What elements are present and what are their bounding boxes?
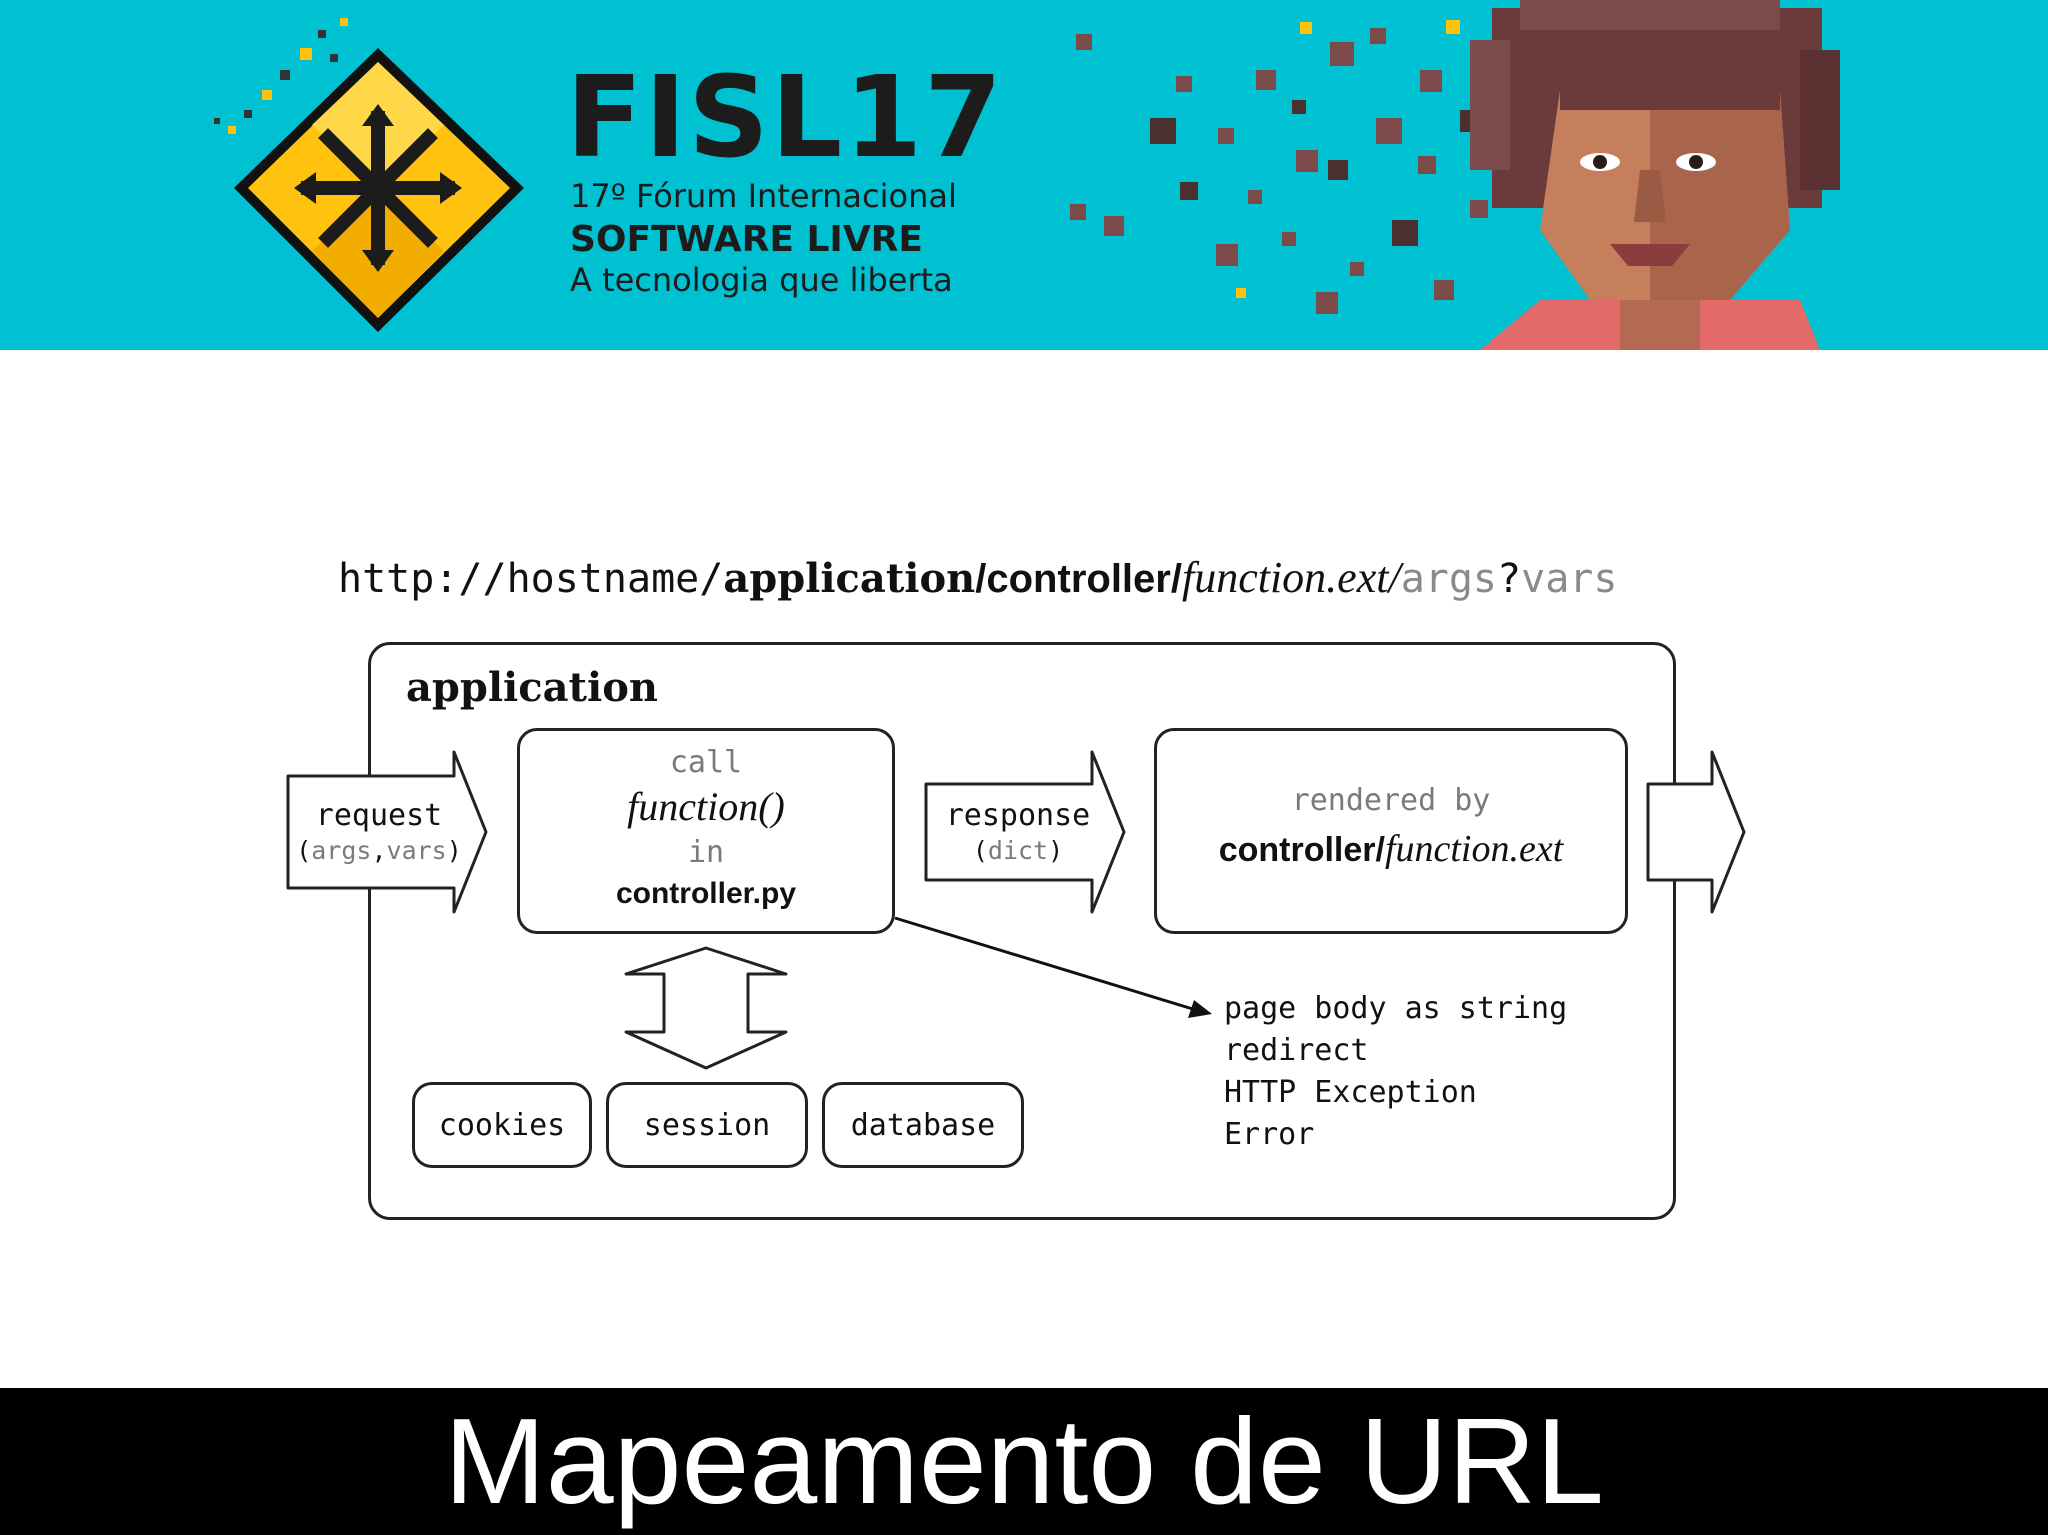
diagram-arrows [286, 750, 1746, 1070]
url-function: function.ext/ [1181, 553, 1401, 602]
outcome-item: page body as string [1224, 991, 1568, 1026]
url-prefix: http://hostname/ [338, 556, 724, 602]
slide-title-bar: Mapeamento de URL [0, 1388, 2048, 1535]
url-pattern: http://hostname/application/controller/f… [338, 552, 1617, 605]
response-label: response [945, 798, 1091, 833]
storage-double-arrow [624, 946, 788, 1070]
banner-artwork [214, 0, 1840, 350]
response-arrow [924, 750, 1126, 914]
in-label: in [687, 835, 725, 870]
output-arrow [1646, 750, 1746, 914]
url-controller: /controller/ [975, 557, 1182, 601]
event-banner: FISL17 17º Fórum Internacional SOFTWARE … [0, 0, 2048, 350]
slide-title: Mapeamento de URL [444, 1393, 1604, 1529]
view-render-box: rendered by controller/function.ext [1154, 728, 1628, 934]
application-label: application [406, 664, 658, 711]
url-vars: vars [1521, 556, 1618, 602]
outcome-item: Error [1224, 1117, 1315, 1152]
event-name: SOFTWARE LIVRE [570, 219, 923, 260]
event-subtitle: 17º Fórum Internacional [570, 177, 957, 215]
pixel-scatter-decoration [1070, 20, 1488, 314]
url-args: args [1400, 556, 1498, 602]
session-box: session [606, 1082, 808, 1168]
request-label: request [315, 798, 443, 833]
view-path-label: controller/function.ext [1218, 828, 1564, 870]
outcome-arrow-head [1188, 1000, 1212, 1018]
url-application: application [723, 555, 976, 602]
request-params: (args,vars) [296, 836, 462, 865]
alternative-outcomes: page body as string redirect HTTP Except… [1224, 988, 1567, 1156]
outcome-item: HTTP Exception [1224, 1075, 1477, 1110]
outcome-item: redirect [1224, 1033, 1369, 1068]
rendered-by-label: rendered by [1291, 783, 1491, 818]
outcome-arrow [894, 916, 1197, 1012]
database-box: database [822, 1082, 1024, 1168]
cookies-box: cookies [412, 1082, 592, 1168]
url-mapping-diagram: http://hostname/application/controller/f… [0, 540, 2048, 1250]
controller-file-label: controller.py [615, 877, 797, 910]
pixel-face-illustration [1470, 0, 1840, 350]
url-question-mark: ? [1497, 556, 1522, 602]
controller-function-box: call function() in controller.py [517, 728, 895, 934]
request-arrow [286, 750, 488, 914]
response-type: (dict) [972, 836, 1064, 865]
event-tagline: A tecnologia que liberta [570, 261, 953, 299]
application-container [368, 642, 1676, 1220]
call-label: call [669, 745, 743, 780]
event-title: FISL17 [566, 53, 1005, 183]
function-label: function() [627, 784, 785, 829]
fisl-logo-icon [214, 18, 524, 332]
